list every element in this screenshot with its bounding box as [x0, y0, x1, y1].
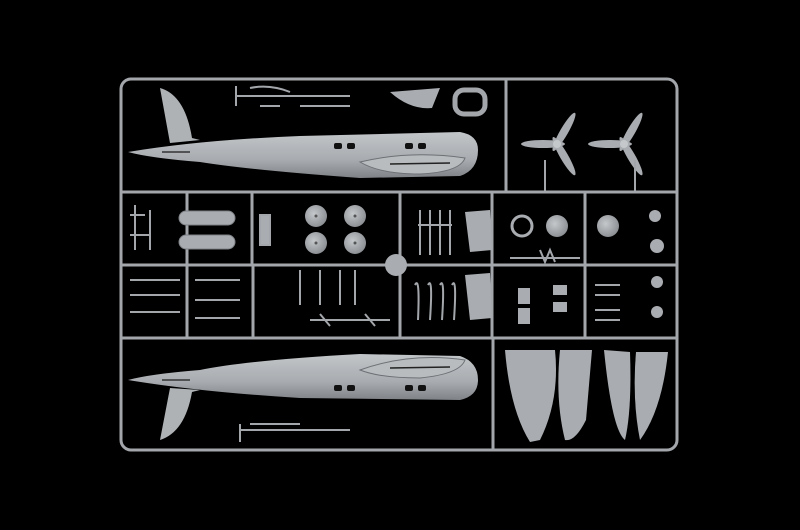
small-parts-middle [130, 205, 620, 327]
propellers [521, 112, 643, 192]
sprue-frame [119, 77, 679, 452]
sprue-hub [385, 254, 407, 276]
fuselage-half-bottom [128, 354, 478, 440]
wheels [305, 205, 366, 254]
wing-panels [505, 350, 668, 442]
fuselage-half-top [128, 88, 478, 178]
engine-parts [465, 210, 664, 324]
small-parts-top [235, 85, 488, 442]
tanks [178, 210, 236, 250]
